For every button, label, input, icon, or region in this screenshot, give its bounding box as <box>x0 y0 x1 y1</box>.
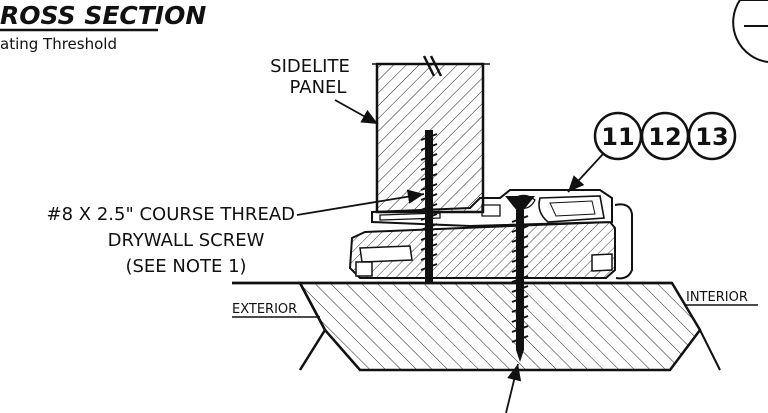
screw-label-line2: DRYWALL SCREW <box>108 230 265 251</box>
floor-substrate <box>232 281 721 372</box>
screw-label-line1: #8 X 2.5" COURSE THREAD <box>47 204 295 225</box>
threshold-extrusion <box>348 203 633 280</box>
callout-number-13: 13 <box>695 123 728 151</box>
leader-sidelite <box>334 99 379 125</box>
leader-bottom <box>505 363 522 413</box>
screw-label-line3: (SEE NOTE 1) <box>125 256 246 277</box>
exterior-label: EXTERIOR <box>232 302 297 317</box>
drywall-screw-left <box>420 130 438 282</box>
drawing-subtitle: ating Threshold <box>0 35 117 53</box>
callout-number-12: 12 <box>648 123 681 151</box>
callout-number-11: 11 <box>601 123 634 151</box>
callout-bubble-13 <box>687 111 737 161</box>
break-line-symbol <box>422 55 443 77</box>
sidelite-label-line2: PANEL <box>290 77 347 98</box>
drawing-title: ROSS SECTION <box>0 1 206 30</box>
interior-label: INTERIOR <box>686 290 748 305</box>
leader-screw <box>296 189 425 216</box>
section-marker-circle <box>732 0 768 63</box>
leader-callouts <box>567 153 604 193</box>
callout-bubbles: 11 12 13 <box>593 111 737 161</box>
drywall-screw-right <box>505 196 535 362</box>
sidelite-label-line1: SIDELITE <box>270 56 350 77</box>
